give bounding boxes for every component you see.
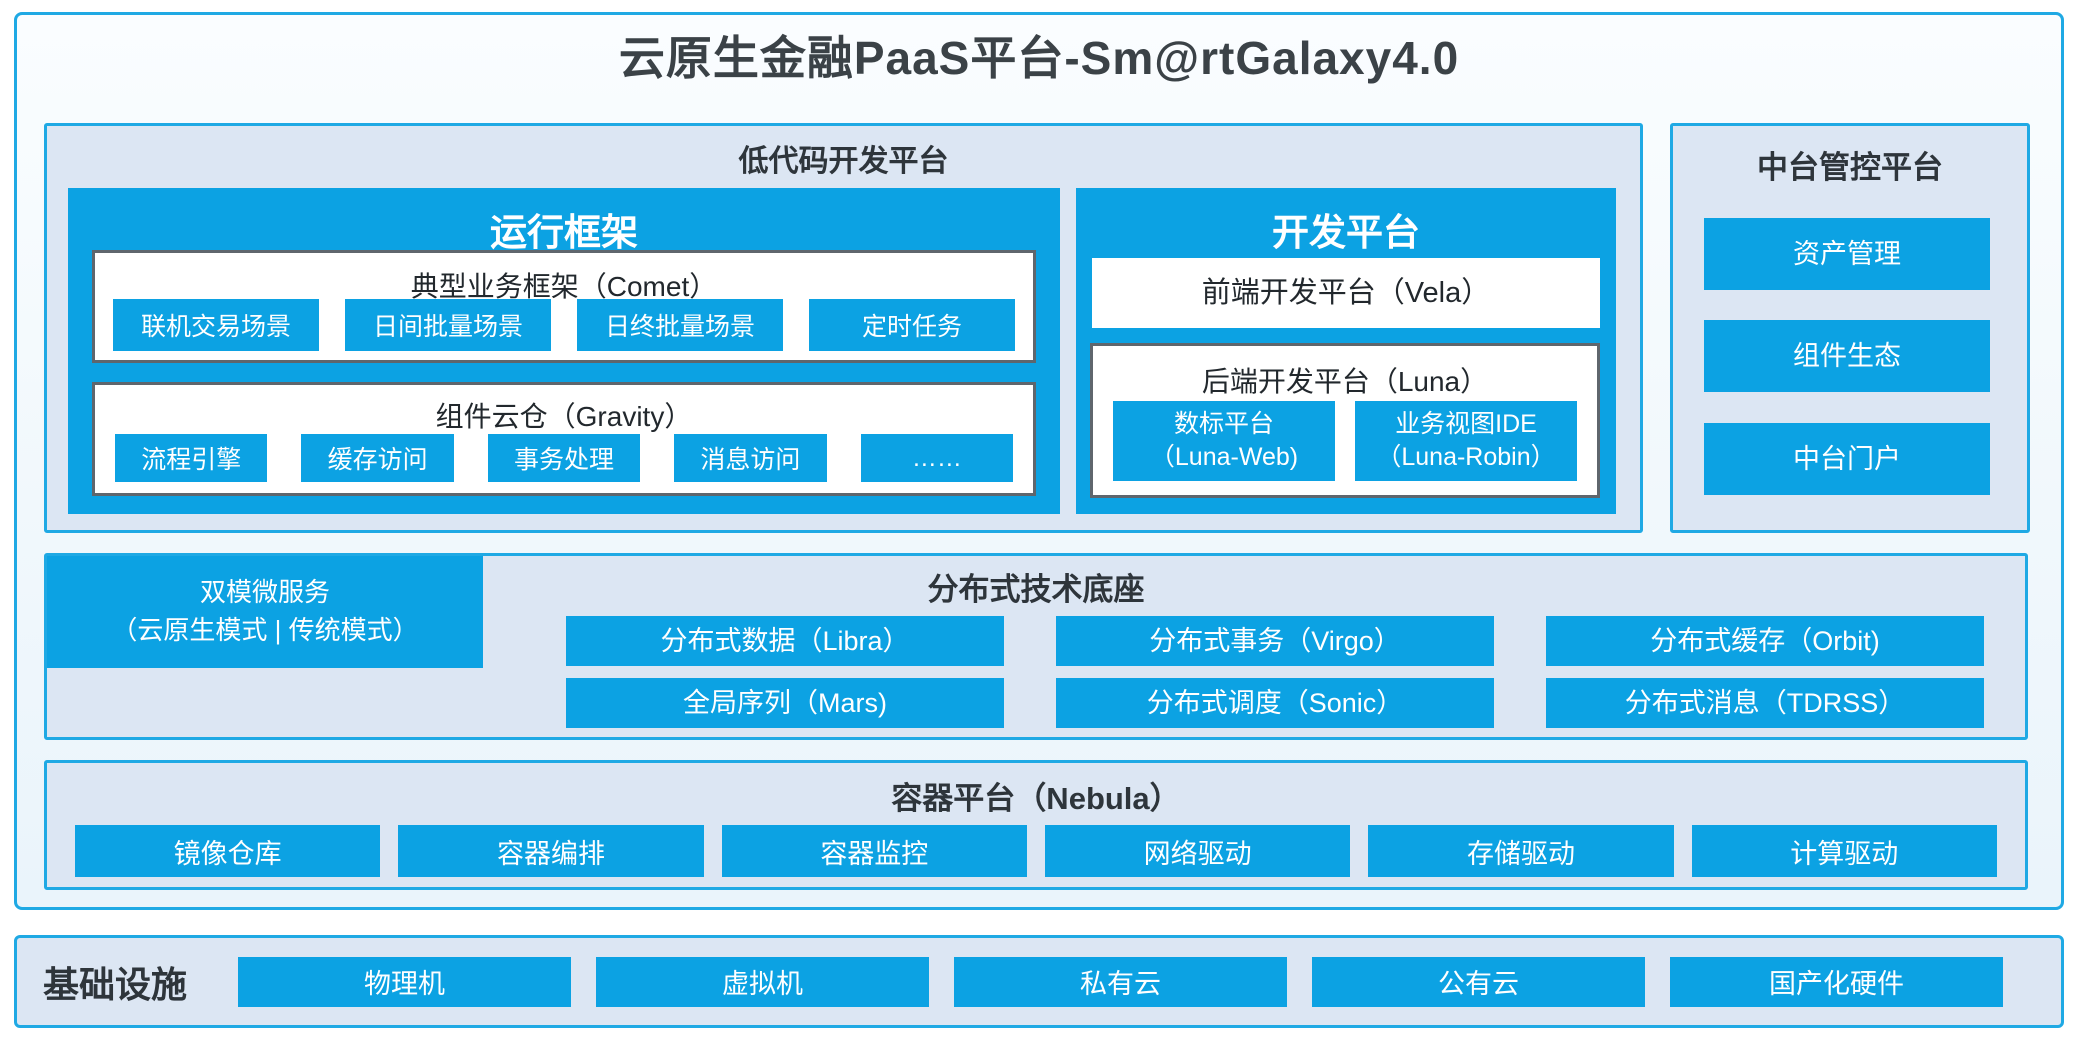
- dual-mode-line1: 双模微服务: [199, 577, 330, 608]
- backend-dev-platform-title: 后端开发平台（Luna）: [1201, 366, 1489, 397]
- infrastructure-label: 基础设施: [43, 963, 188, 1005]
- item-distributed-scheduling-sonic: 分布式调度（Sonic）: [1056, 678, 1494, 728]
- container-platform-panel: 容器平台（Nebula） 镜像仓库 容器编排 容器监控 网络驱动 存储驱动 计算…: [44, 760, 2028, 890]
- item-virtual-machine: 虚拟机: [596, 956, 929, 1007]
- dev-platform-box: 开发平台 前端开发平台（Vela） 后端开发平台（Luna） 数标平台 （Lun…: [1076, 188, 1616, 514]
- item-cache-access: 缓存访问: [301, 434, 454, 482]
- container-platform-label: 容器平台（Nebula）: [891, 781, 1181, 816]
- business-framework-box: 典型业务框架（Comet） 联机交易场景 日间批量场景 日终批量场景 定时任务: [92, 250, 1036, 363]
- distributed-base-label: 分布式技术底座: [927, 572, 1145, 607]
- component-warehouse-box: 组件云仓（Gravity） 流程引擎 缓存访问 事务处理 消息访问 ……: [92, 382, 1036, 496]
- item-container-monitoring: 容器监控: [721, 825, 1027, 877]
- dual-mode-line2: （云原生模式 | 传统模式）: [111, 615, 419, 645]
- middle-platform-panel: 中台管控平台 资产管理 组件生态 中台门户: [1670, 123, 2030, 533]
- item-public-cloud: 公有云: [1312, 956, 1645, 1007]
- item-private-cloud: 私有云: [954, 956, 1287, 1007]
- item-more-ellipsis: ……: [860, 434, 1014, 482]
- item-luna-web-line1: 数标平台: [1173, 410, 1274, 438]
- item-domestic-hardware: 国产化硬件: [1670, 956, 2003, 1007]
- item-luna-robin: 业务视图IDE （Luna-Robin）: [1355, 401, 1577, 481]
- business-framework-items: 联机交易场景 日间批量场景 日终批量场景 定时任务: [113, 299, 1015, 351]
- backend-dev-platform-items: 数标平台 （Luna-Web) 业务视图IDE （Luna-Robin）: [1113, 401, 1577, 481]
- item-endofday-batch: 日终批量场景: [577, 299, 783, 351]
- item-daytime-batch: 日间批量场景: [345, 299, 551, 351]
- item-scheduled-task: 定时任务: [809, 299, 1015, 351]
- item-physical-machine: 物理机: [238, 956, 571, 1007]
- item-dual-mode-microservice: 双模微服务 （云原生模式 | 传统模式）: [47, 556, 483, 668]
- infrastructure-panel: 基础设施 物理机 虚拟机 私有云 公有云 国产化硬件: [14, 935, 2064, 1028]
- item-luna-web-line2: （Luna-Web): [1149, 443, 1299, 471]
- item-distributed-cache-orbit: 分布式缓存（Orbit): [1546, 616, 1984, 666]
- dev-platform-title: 开发平台: [1272, 212, 1420, 253]
- infrastructure-items: 物理机 虚拟机 私有云 公有云 国产化硬件: [238, 956, 2003, 1007]
- item-component-ecosystem: 组件生态: [1704, 320, 1990, 392]
- container-platform-items: 镜像仓库 容器编排 容器监控 网络驱动 存储驱动 计算驱动: [75, 825, 1997, 877]
- distributed-base-panel: 分布式技术底座 双模微服务 （云原生模式 | 传统模式） 分布式数据（Libra…: [44, 553, 2028, 740]
- item-image-registry: 镜像仓库: [75, 825, 381, 877]
- item-process-engine: 流程引擎: [115, 434, 268, 482]
- item-middle-portal: 中台门户: [1704, 423, 1990, 495]
- item-container-orchestration: 容器编排: [398, 825, 704, 877]
- page-title: 云原生金融PaaS平台-Sm@rtGalaxy4.0: [618, 32, 1460, 84]
- item-message-access: 消息访问: [674, 434, 827, 482]
- business-framework-title: 典型业务框架（Comet）: [410, 271, 718, 302]
- runtime-framework-title: 运行框架: [490, 212, 638, 253]
- item-global-sequence-mars: 全局序列（Mars): [566, 678, 1004, 728]
- item-distributed-transaction-virgo: 分布式事务（Virgo）: [1056, 616, 1494, 666]
- item-distributed-data-libra: 分布式数据（Libra）: [566, 616, 1004, 666]
- item-online-transaction: 联机交易场景: [113, 299, 319, 351]
- item-luna-robin-line1: 业务视图IDE: [1395, 410, 1537, 438]
- middle-platform-label: 中台管控平台: [1757, 150, 1943, 185]
- item-luna-web: 数标平台 （Luna-Web): [1113, 401, 1335, 481]
- low-code-platform-panel: 低代码开发平台 运行框架 典型业务框架（Comet） 联机交易场景 日间批量场景…: [44, 123, 1643, 533]
- item-distributed-message-tdrss: 分布式消息（TDRSS）: [1546, 678, 1984, 728]
- item-luna-robin-line2: （Luna-Robin）: [1376, 443, 1556, 471]
- item-compute-driver: 计算驱动: [1691, 825, 1997, 877]
- component-warehouse-title: 组件云仓（Gravity）: [435, 401, 693, 432]
- item-network-driver: 网络驱动: [1044, 825, 1351, 877]
- item-transaction-processing: 事务处理: [487, 434, 641, 482]
- item-storage-driver: 存储驱动: [1368, 825, 1674, 877]
- runtime-framework-box: 运行框架 典型业务框架（Comet） 联机交易场景 日间批量场景 日终批量场景 …: [68, 188, 1060, 514]
- component-warehouse-items: 流程引擎 缓存访问 事务处理 消息访问 ……: [115, 434, 1014, 482]
- frontend-dev-platform-box: 前端开发平台（Vela）: [1092, 258, 1600, 328]
- low-code-platform-label: 低代码开发平台: [738, 145, 949, 178]
- item-asset-management: 资产管理: [1704, 218, 1990, 290]
- backend-dev-platform-box: 后端开发平台（Luna） 数标平台 （Luna-Web) 业务视图IDE （Lu…: [1090, 343, 1600, 498]
